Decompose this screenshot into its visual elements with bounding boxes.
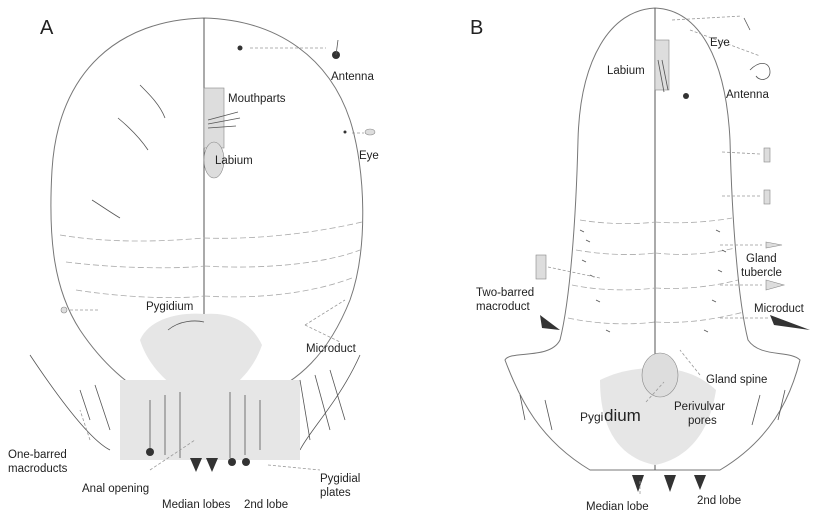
panel-a-cuticle-fold xyxy=(118,118,148,150)
panel-a-label-median-lobes: Median lobes xyxy=(162,499,231,511)
panel-b-label-pygidium-part1: Pygi xyxy=(580,410,603,424)
panel-b-label-microduct: Microduct xyxy=(754,303,805,315)
panel-b-label-labium: Labium xyxy=(607,65,645,77)
panel-b-eye-drawing xyxy=(744,18,750,30)
panel-b-gland-tubercle-drawing xyxy=(766,242,782,248)
panel-b-label-second-lobe: 2nd lobe xyxy=(697,495,741,507)
panel-a-label-mouthparts: Mouthparts xyxy=(228,93,286,105)
panel-b-label-gland-spine: Gland spine xyxy=(706,374,767,386)
panel-a-median-lobes-drawing xyxy=(190,458,218,472)
panel-a-label-microduct: Microduct xyxy=(306,343,357,355)
panel-b-gland-drawing xyxy=(764,148,770,162)
panel-a-cuticle-fold xyxy=(140,85,165,118)
panel-b-label-antenna: Antenna xyxy=(726,89,769,101)
panel-a-microduct-leader xyxy=(305,325,340,342)
panel-a-label-pygidial-line1: Pygidial xyxy=(320,473,360,485)
panel-b-segment-line xyxy=(655,248,735,254)
panel-a-segment-line xyxy=(204,222,362,238)
panel-b-gland-tubercle-drawing xyxy=(766,280,784,290)
panel-b-label-perivulvar-line1: Perivulvar xyxy=(674,401,725,413)
panel-b-gland-drawing xyxy=(764,190,770,204)
panel-b-gland-spine-leader xyxy=(680,350,700,375)
panel-a-pygidial-margin-drawing xyxy=(120,380,300,460)
panel-b-label-median-lobe: Median lobe xyxy=(586,501,649,513)
panel-a-label-labium: Labium xyxy=(215,155,253,167)
panel-a-spiracle-drawing xyxy=(61,307,67,313)
panel-a-segment-line xyxy=(60,235,204,241)
panel-b-median-lobe-drawing xyxy=(632,475,676,492)
panel-b-segment-line xyxy=(655,280,738,289)
panel-b-segment-line xyxy=(655,218,732,223)
panel-b-perivulvar-pores-drawing xyxy=(642,353,678,397)
panel-b-second-lobe-drawing xyxy=(694,475,706,490)
panel-a-label-eye: Eye xyxy=(359,150,379,162)
panel-b-antenna-in-situ xyxy=(683,93,689,99)
panel-a-eye-drawing xyxy=(365,129,375,135)
panel-b-two-barred-leader xyxy=(548,267,600,278)
panel-a-label-anal-opening: Anal opening xyxy=(82,483,149,495)
panel-b-segment-line xyxy=(655,312,744,322)
panel-a-label-antenna: Antenna xyxy=(331,71,374,83)
panel-a-segment-line xyxy=(204,278,352,297)
panel-b-label-perivulvar-line2: pores xyxy=(688,415,717,427)
panel-a-label-one-barred-line1: One-barred xyxy=(8,449,67,461)
panel-b-duct-drawing xyxy=(540,315,560,330)
panel-a-segment-line xyxy=(66,262,204,268)
panel-b: B xyxy=(470,8,810,513)
panel-a-label-second-lobe: 2nd lobe xyxy=(244,499,288,511)
panel-a-pygidial-plate-mark xyxy=(146,448,154,456)
panel-a-segment-line xyxy=(204,250,360,267)
panel-a-pygidial-plates-leader xyxy=(268,465,320,470)
panel-b-label-two-barred-line1: Two-barred xyxy=(476,287,534,299)
panel-b-antenna-drawing xyxy=(750,63,770,79)
panel-a-second-lobe-mark xyxy=(242,458,250,466)
panel-a-label-one-barred-line2: macroducts xyxy=(8,463,68,475)
panel-b-label-eye: Eye xyxy=(710,37,730,49)
panel-a-eye-in-situ xyxy=(344,131,347,134)
panel-b-label-pygidium-part2: dium xyxy=(604,406,641,425)
panel-b-microduct-drawing xyxy=(770,315,810,330)
panel-b-segment-line xyxy=(580,220,655,224)
panel-b-gland-leader xyxy=(722,152,760,154)
panel-a-microduct-leader xyxy=(305,300,345,325)
panel-a-antenna-in-situ xyxy=(238,46,243,51)
panel-a-label-pygidium: Pygidium xyxy=(146,301,193,313)
panel-b-label-gland-line2: tubercle xyxy=(741,267,782,279)
panel-b-label-gland-line1: Gland xyxy=(746,253,777,265)
panel-a-second-lobe-mark xyxy=(228,458,236,466)
panel-b-segment-line xyxy=(576,250,655,255)
panel-b-segment-line xyxy=(568,318,655,324)
panel-b-segment-line xyxy=(572,285,655,290)
panel-a-cuticle-fold xyxy=(92,200,120,218)
panel-a-letter: A xyxy=(40,17,54,39)
panel-a-label-pygidial-line2: plates xyxy=(320,487,351,499)
panel-b-two-barred-macroduct-drawing xyxy=(536,255,546,279)
panel-a: A xyxy=(8,17,379,511)
panel-b-duct-marks xyxy=(580,230,726,332)
panel-b-label-two-barred-line2: macroduct xyxy=(476,301,530,313)
panel-b-letter: B xyxy=(470,17,483,39)
panel-a-segment-line xyxy=(76,290,204,298)
